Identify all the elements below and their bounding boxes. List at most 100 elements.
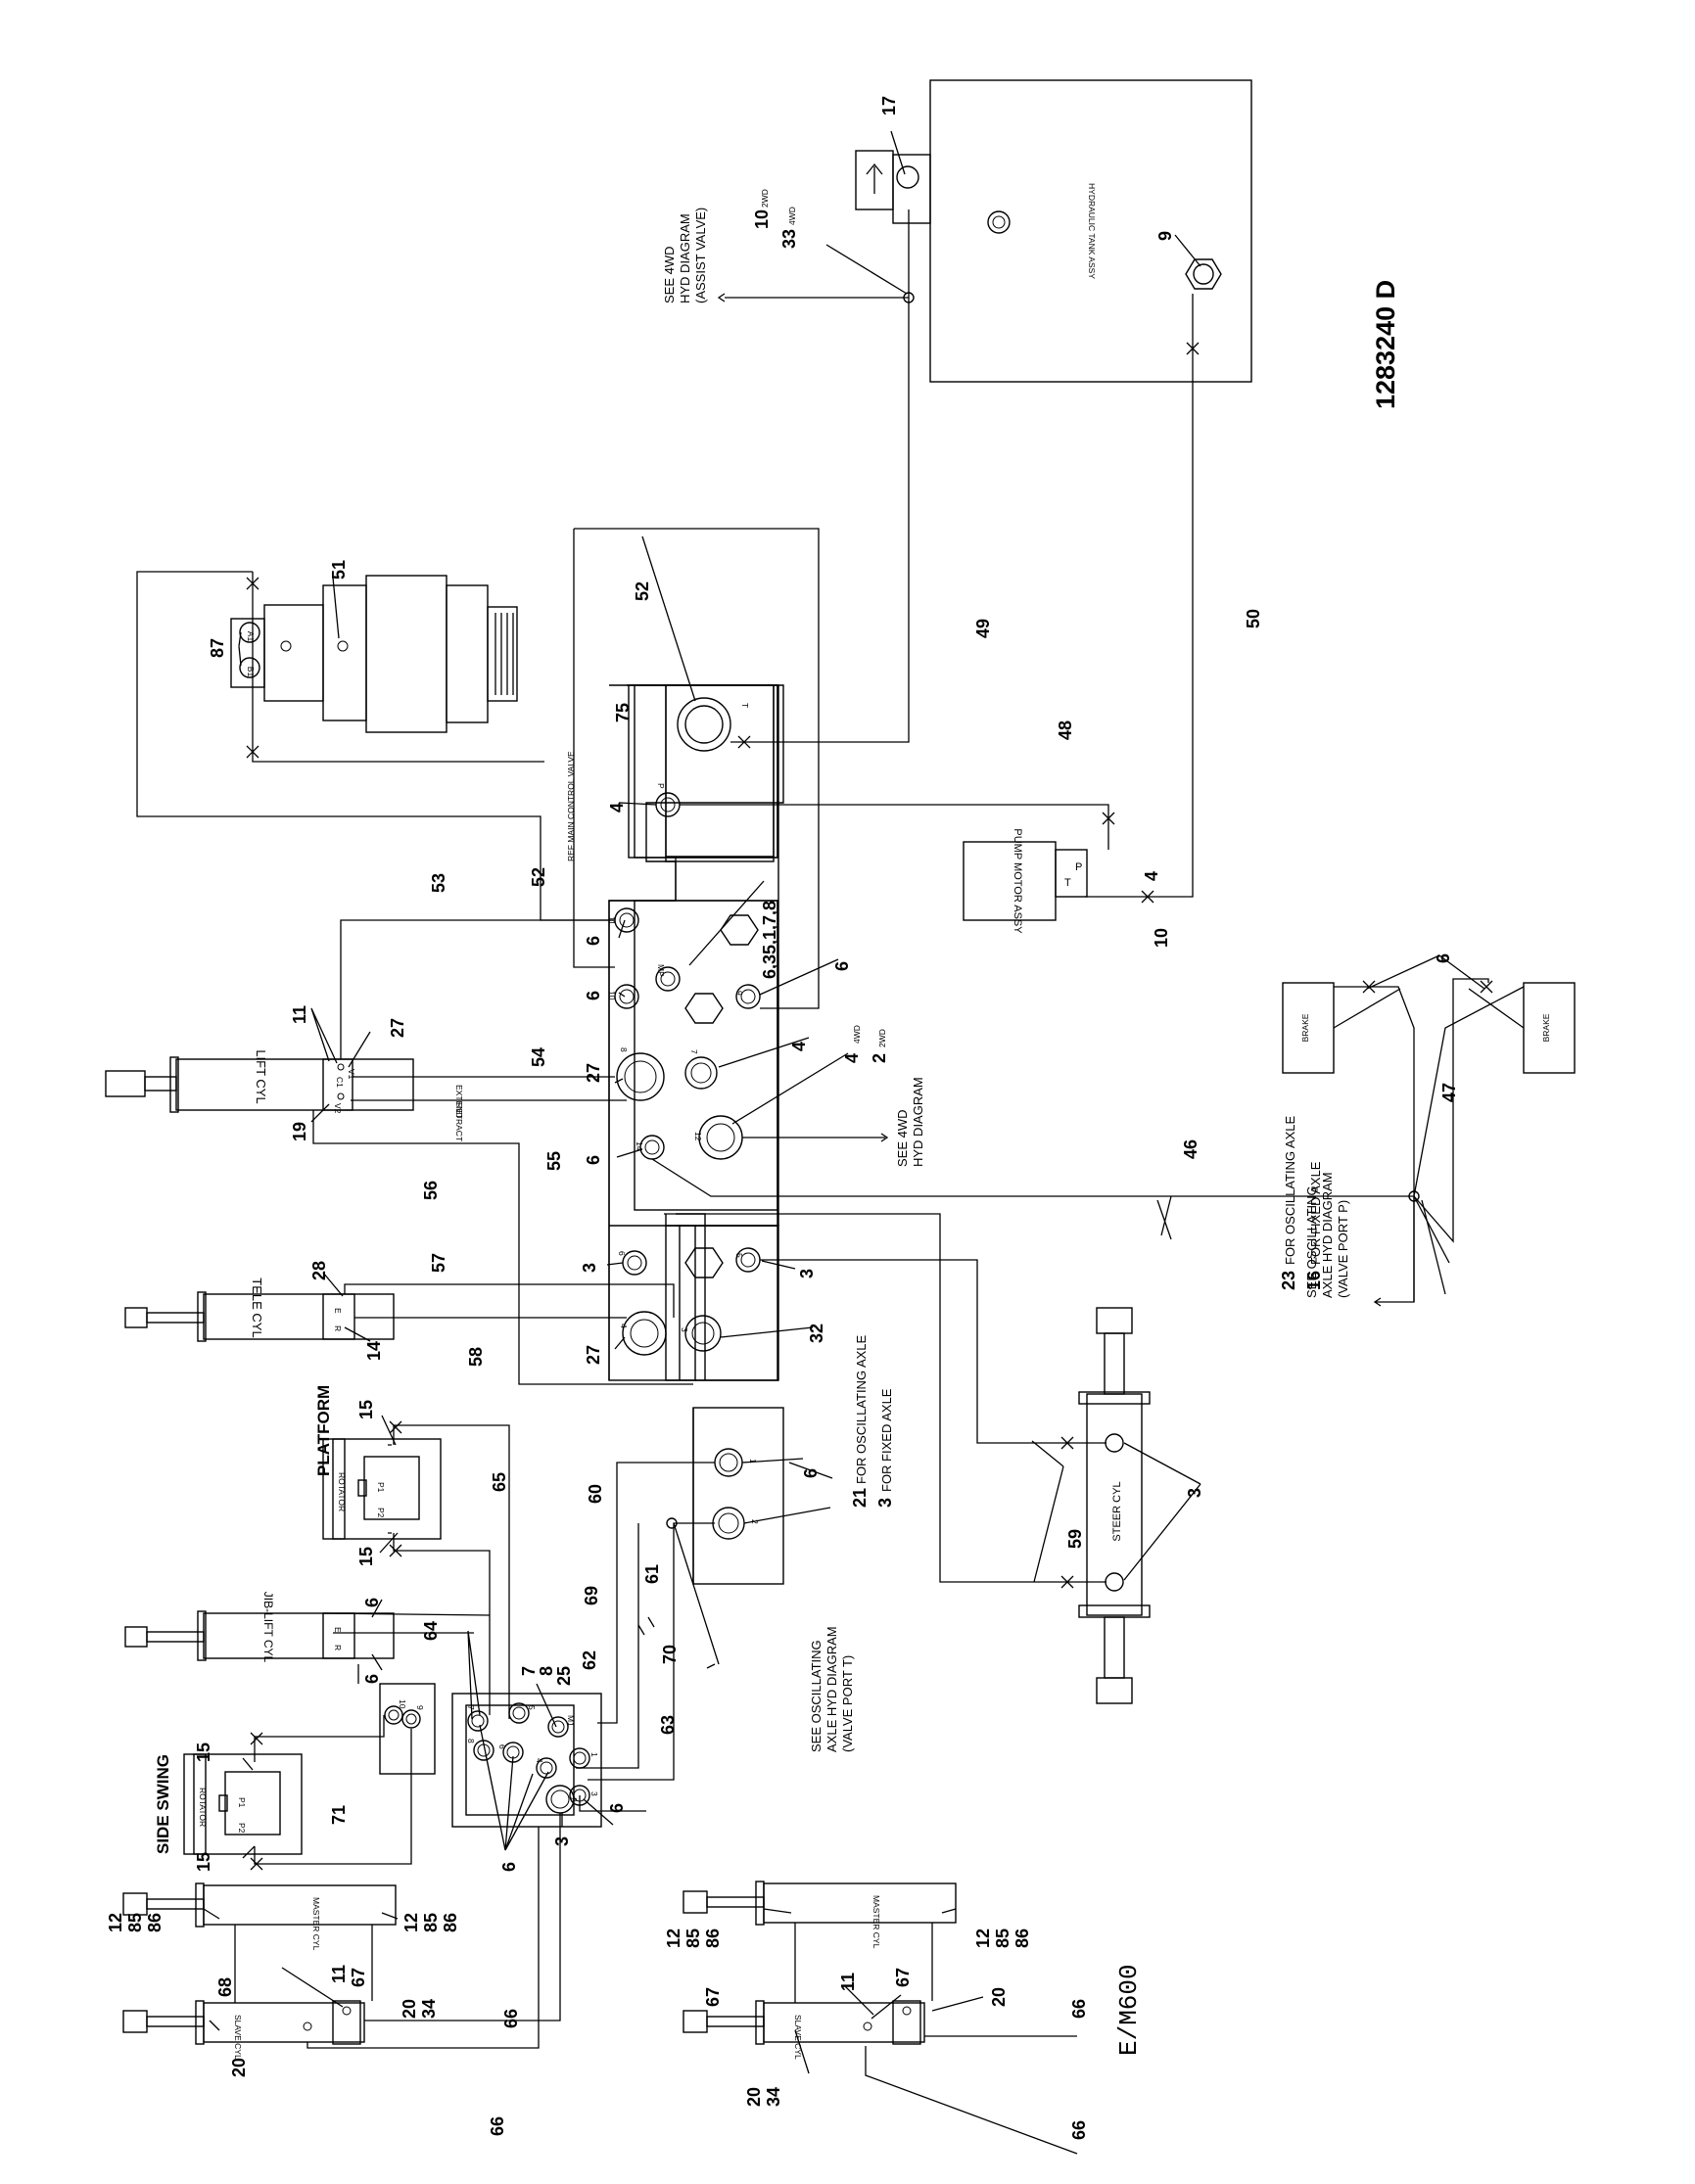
svg-text:1: 1 (589, 1752, 599, 1757)
svg-text:P1: P1 (376, 1482, 386, 1493)
drawing-number: 1283240 D (1371, 280, 1400, 409)
svg-text:SEE 4WD: SEE 4WD (662, 246, 677, 303)
svg-text:A1: A1 (246, 631, 256, 642)
svg-text:10: 10 (1152, 928, 1171, 948)
svg-text:56: 56 (421, 1181, 441, 1200)
svg-text:9: 9 (415, 1705, 425, 1710)
svg-text:67: 67 (349, 1968, 368, 1987)
main-valve-ref: REF MAIN CONTROL VALVE (566, 751, 576, 861)
svg-text:86: 86 (703, 1928, 723, 1948)
hose-lines (136, 209, 1525, 2155)
svg-text:SEE OSCILLATING: SEE OSCILLATING (1304, 1185, 1319, 1298)
svg-text:58: 58 (466, 1347, 486, 1367)
svg-text:11: 11 (290, 1005, 309, 1024)
callouts: 17 10 2WD 33 4WD 9 51 87 52 49 50 75 4 4… (106, 96, 1459, 2140)
svg-text:7: 7 (689, 1049, 699, 1054)
svg-text:15: 15 (194, 1852, 213, 1872)
svg-text:59: 59 (1065, 1529, 1085, 1549)
svg-text:87: 87 (208, 638, 227, 658)
svg-text:15: 15 (194, 1743, 213, 1762)
svg-text:5: 5 (527, 1705, 537, 1710)
svg-text:4: 4 (607, 803, 627, 813)
tank-filter (855, 150, 931, 224)
svg-text:85: 85 (993, 1928, 1012, 1948)
svg-text:6: 6 (607, 1803, 627, 1813)
svg-text:SEE OSCILLATING: SEE OSCILLATING (809, 1640, 824, 1752)
svg-text:67: 67 (893, 1968, 913, 1987)
svg-text:3: 3 (1185, 1488, 1204, 1498)
svg-text:11: 11 (329, 1965, 349, 1983)
svg-text:27: 27 (584, 1063, 603, 1083)
svg-text:8: 8 (619, 1047, 629, 1052)
svg-text:85: 85 (421, 1913, 441, 1932)
hydraulic-tank: HYDRAULIC TANK ASSY (929, 79, 1252, 383)
svg-text:ROTATOR: ROTATOR (198, 1788, 208, 1827)
svg-text:34: 34 (419, 1999, 439, 2019)
svg-text:6: 6 (801, 1468, 821, 1478)
svg-text:20: 20 (989, 1987, 1009, 2007)
svg-text:12: 12 (693, 1132, 703, 1141)
svg-text:4WD: 4WD (787, 207, 797, 225)
svg-text:20: 20 (400, 1999, 419, 2019)
svg-text:7: 7 (519, 1666, 539, 1676)
svg-text:R: R (333, 1325, 343, 1331)
svg-text:HYD DIAGRAM: HYD DIAGRAM (678, 213, 692, 303)
tele-cylinder: TELE CYL E R (124, 1278, 395, 1342)
svg-text:JIB-LIFT CYL: JIB-LIFT CYL (261, 1592, 275, 1663)
svg-text:55: 55 (544, 1151, 564, 1171)
svg-text:66: 66 (1069, 2120, 1089, 2140)
svg-text:66: 66 (488, 2116, 507, 2136)
svg-text:EXTEND: EXTEND (454, 1085, 464, 1118)
svg-text:5: 5 (734, 1253, 744, 1258)
svg-text:6: 6 (832, 961, 852, 971)
svg-text:FOR FIXED AXLE: FOR FIXED AXLE (1308, 1161, 1323, 1265)
watermark: E/M600 (1114, 1964, 1144, 2056)
svg-text:3: 3 (589, 1791, 599, 1796)
svg-text:20: 20 (744, 2087, 764, 2107)
svg-text:SLAVE CYL: SLAVE CYL (793, 2015, 803, 2060)
svg-text:P2: P2 (376, 1508, 386, 1518)
svg-text:2WD: 2WD (877, 1029, 887, 1047)
svg-text:20: 20 (229, 2058, 249, 2077)
valve-body (608, 684, 778, 1381)
svg-text:85: 85 (125, 1913, 145, 1932)
svg-text:47: 47 (1439, 1083, 1459, 1102)
svg-text:6: 6 (584, 936, 603, 946)
svg-text:BRAKE: BRAKE (1300, 1013, 1310, 1042)
svg-text:11: 11 (838, 1973, 858, 1991)
svg-text:MASTER CYL: MASTER CYL (871, 1895, 881, 1949)
svg-text:12: 12 (973, 1928, 993, 1948)
svg-text:32: 32 (807, 1324, 826, 1343)
svg-text:48: 48 (1056, 720, 1075, 740)
svg-text:21: 21 (850, 1488, 870, 1508)
svg-text:AXLE HYD DIAGRAM: AXLE HYD DIAGRAM (1320, 1172, 1335, 1298)
svg-text:P2: P2 (237, 1823, 247, 1834)
master-slave-right: MASTER CYL SLAVE CYL (683, 1881, 957, 2060)
svg-text:66: 66 (1069, 1999, 1089, 2019)
svg-text:STEER CYL: STEER CYL (1111, 1481, 1123, 1541)
svg-text:34: 34 (764, 2087, 783, 2107)
main-control-valve (608, 684, 784, 1381)
svg-text:1: 1 (748, 1459, 758, 1464)
svg-text:V2: V2 (333, 1103, 343, 1114)
svg-text:12: 12 (401, 1913, 421, 1932)
svg-text:4WD: 4WD (852, 1025, 862, 1044)
svg-text:54: 54 (529, 1047, 548, 1067)
svg-text:52: 52 (529, 867, 548, 887)
hose-crossings (246, 292, 1493, 1871)
svg-text:8: 8 (537, 1666, 556, 1676)
svg-text:3: 3 (797, 1269, 817, 1278)
svg-text:12: 12 (106, 1913, 125, 1932)
svg-text:63: 63 (658, 1715, 678, 1735)
svg-text:2WD: 2WD (760, 189, 770, 208)
tank-label: HYDRAULIC TANK ASSY (1087, 183, 1097, 279)
svg-text:ROTATOR: ROTATOR (337, 1472, 347, 1511)
svg-text:BRAKE: BRAKE (1541, 1013, 1551, 1042)
svg-text:61: 61 (642, 1564, 662, 1584)
svg-text:HYD DIAGRAM: HYD DIAGRAM (911, 1077, 925, 1167)
side-swing-title: SIDE SWING (154, 1754, 172, 1854)
leaders (203, 130, 1485, 2074)
svg-text:RETRACT: RETRACT (454, 1102, 464, 1141)
svg-text:2: 2 (569, 1797, 579, 1802)
